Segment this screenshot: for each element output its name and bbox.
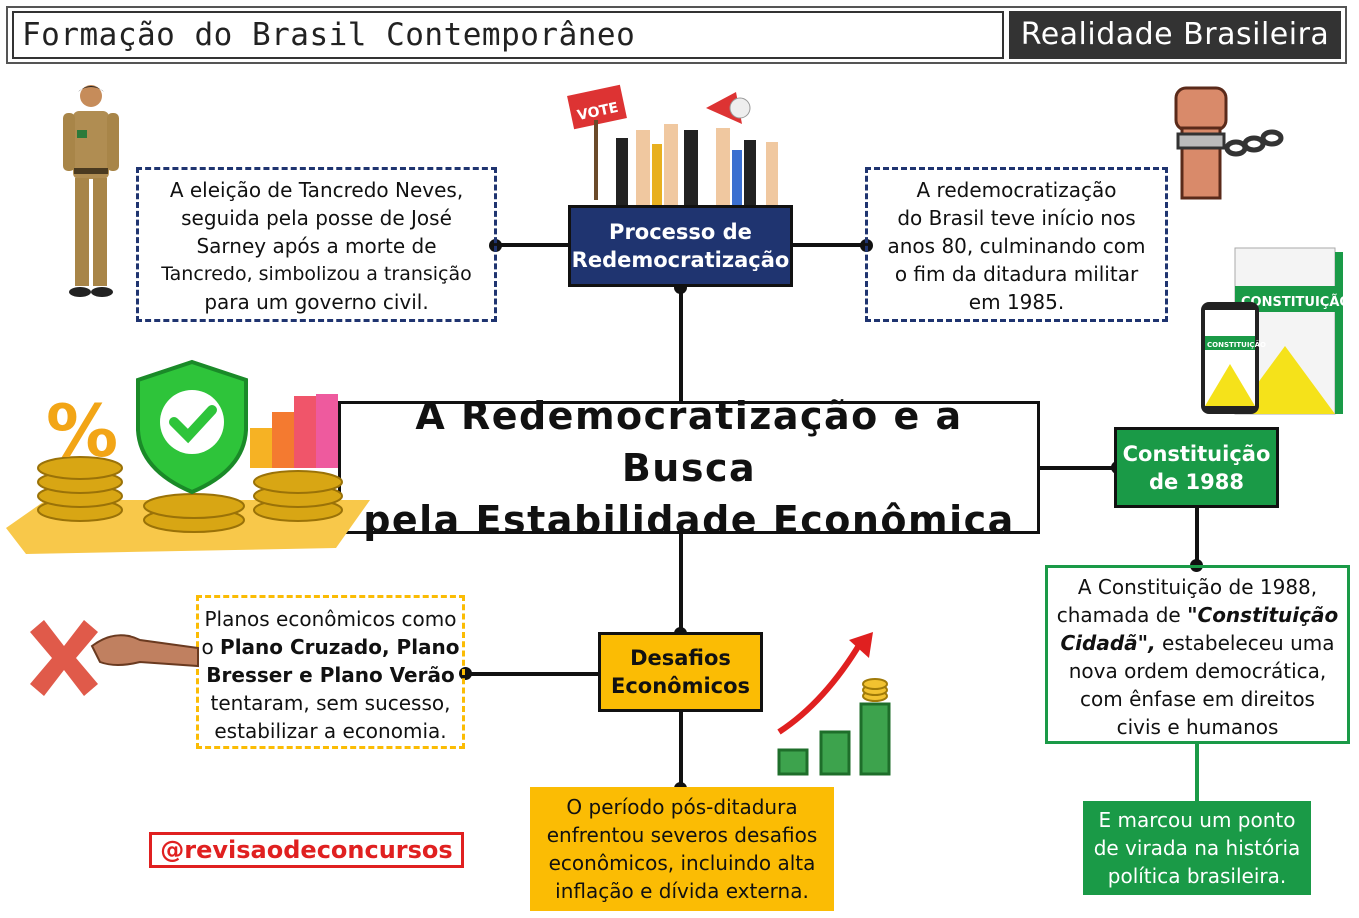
header-category-badge: Realidade Brasileira: [1009, 11, 1341, 59]
text-line: E marcou um ponto: [1098, 808, 1296, 832]
phone-title: CONSTITUIÇÃO: [1207, 340, 1266, 349]
text-line: estabilizar a economia.: [214, 719, 447, 743]
connector-cidada-marco: [1195, 744, 1199, 802]
rejection-x-icon: [30, 620, 199, 696]
broken-chain-fist-icon: [1174, 86, 1284, 200]
connector-redemo: [793, 243, 866, 247]
text-line: seguida pela posse de José: [181, 206, 452, 230]
book-title: CONSTITUIÇÃO: [1241, 294, 1350, 310]
text-line: econômicos, incluindo alta: [548, 851, 816, 875]
text-line: A eleição de Tancredo Neves,: [169, 178, 464, 202]
text-bold: Plano Cruzado, Plano: [220, 635, 460, 659]
header-subject-title: Formação do Brasil Contemporâneo: [12, 11, 1004, 59]
text-line: o fim da ditadura militar: [894, 262, 1139, 286]
node-label: Desafios: [630, 646, 731, 670]
text-line: A Constituição de 1988,: [1077, 575, 1318, 599]
text-bold-italic: Cidadã",: [1060, 631, 1156, 655]
connector-processo-central: [679, 286, 683, 402]
text-line: o Plano Cruzado, Plano: [199, 633, 462, 661]
node-label: Redemocratização: [571, 248, 790, 272]
text-line: Tancredo, simbolizou a transição: [161, 263, 472, 285]
text-line: O período pós-ditadura: [566, 795, 798, 819]
node-label: Constituição: [1122, 441, 1271, 466]
text-line: Cidadã", estabeleceu uma: [1048, 629, 1347, 657]
vote-protest-icon: VOTE: [567, 84, 778, 205]
text-line: chamada de "Constituição: [1048, 601, 1347, 629]
box-tancredo-sarney: A eleição de Tancredo Neves, seguida pel…: [136, 167, 497, 322]
connector-central-constituicao: [1040, 466, 1116, 470]
text-line: enfrentou severos desafios: [546, 823, 818, 847]
box-planos-economicos: Planos econômicos como o Plano Cruzado, …: [196, 595, 465, 749]
box-redemocratizacao-80s: A redemocratização do Brasil teve início…: [865, 167, 1168, 322]
text-line: civis e humanos: [1116, 715, 1279, 739]
box-periodo-pos-ditadura: O período pós-ditadura enfrentou severos…: [530, 787, 834, 911]
node-label: Processo de: [609, 220, 752, 244]
connector-central-desafios: [679, 534, 683, 633]
text-line: A redemocratização: [916, 178, 1117, 202]
text-line: tentaram, sem sucesso,: [210, 691, 451, 715]
military-officer-icon: [63, 85, 119, 297]
growth-chart-icon: [777, 632, 891, 776]
text-span: chamada de: [1056, 603, 1188, 627]
text-line: anos 80, culminando com: [887, 234, 1146, 258]
constitution-book-icon: CONSTITUIÇÃO CONSTITUIÇÃO: [1201, 247, 1350, 415]
connector-desafios-planos: [464, 672, 599, 676]
percent-symbol: %: [46, 389, 118, 473]
connector-tancredo: [495, 243, 570, 247]
text-line: do Brasil teve início nos: [897, 206, 1136, 230]
node-label: Econômicos: [610, 674, 751, 698]
central-title: A Redemocratização e a Busca pela Estabil…: [338, 394, 1040, 542]
box-ponto-de-virada: E marcou um ponto de virada na história …: [1083, 801, 1311, 895]
connector-desafios-periodo: [679, 712, 683, 788]
text-span: o: [201, 635, 221, 659]
text-line: de virada na história: [1093, 836, 1301, 860]
header-frame: [6, 6, 1347, 64]
text-bold: Bresser e Plano Verão: [206, 663, 455, 687]
text-line: política brasileira.: [1107, 864, 1287, 888]
text-span: estabeleceu uma: [1155, 631, 1335, 655]
central-title-line: pela Estabilidade Econômica: [363, 497, 1015, 542]
central-title-line: A Redemocratização e a Busca: [415, 393, 963, 490]
box-constituicao-cidada: A Constituição de 1988, chamada de "Cons…: [1045, 565, 1350, 744]
text-line: Sarney após a morte de: [196, 234, 437, 258]
instagram-handle: @revisaodeconcursos: [149, 832, 464, 868]
text-line: nova ordem democrática,: [1068, 659, 1327, 683]
node-constituicao-1988: Constituição de 1988: [1114, 427, 1279, 508]
node-processo-redemocratizacao: Processo de Redemocratização: [568, 205, 793, 287]
node-label: de 1988: [1148, 469, 1245, 494]
text-line: para um governo civil.: [204, 290, 429, 314]
text-line: Bresser e Plano Verão: [199, 661, 462, 689]
connector-constituicao-cidada: [1195, 508, 1199, 566]
economic-stability-icon: %: [6, 359, 370, 554]
text-bold-italic: "Constituição: [1187, 603, 1339, 627]
text-line: inflação e dívida externa.: [555, 879, 809, 903]
text-line: com ênfase em direitos: [1080, 687, 1315, 711]
text-line: em 1985.: [968, 290, 1065, 314]
text-line: Planos econômicos como: [204, 607, 457, 631]
